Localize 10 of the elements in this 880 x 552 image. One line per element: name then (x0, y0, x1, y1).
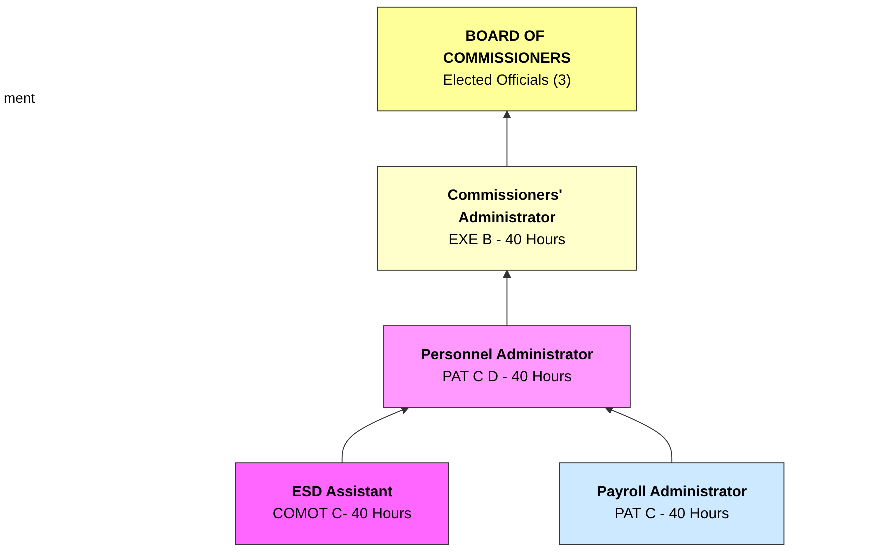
arrow (342, 406, 410, 464)
arrow (604, 406, 673, 464)
node-box: ESD Assistant COMOT C- 40 Hours (235, 462, 450, 546)
node-box: Personnel Administrator PAT C D - 40 Hours (384, 326, 631, 408)
node-box: BOARD OF COMMISSIONERS Elected Officials (3) (377, 6, 638, 112)
node-box: Commissioners' Administrator EXE B - 40 Hours (377, 166, 638, 271)
arrow (503, 110, 512, 168)
note-text: ment (4, 90, 36, 106)
node-box: Payroll Administrator PAT C - 40 Hours (559, 462, 785, 546)
arrow (503, 270, 512, 326)
